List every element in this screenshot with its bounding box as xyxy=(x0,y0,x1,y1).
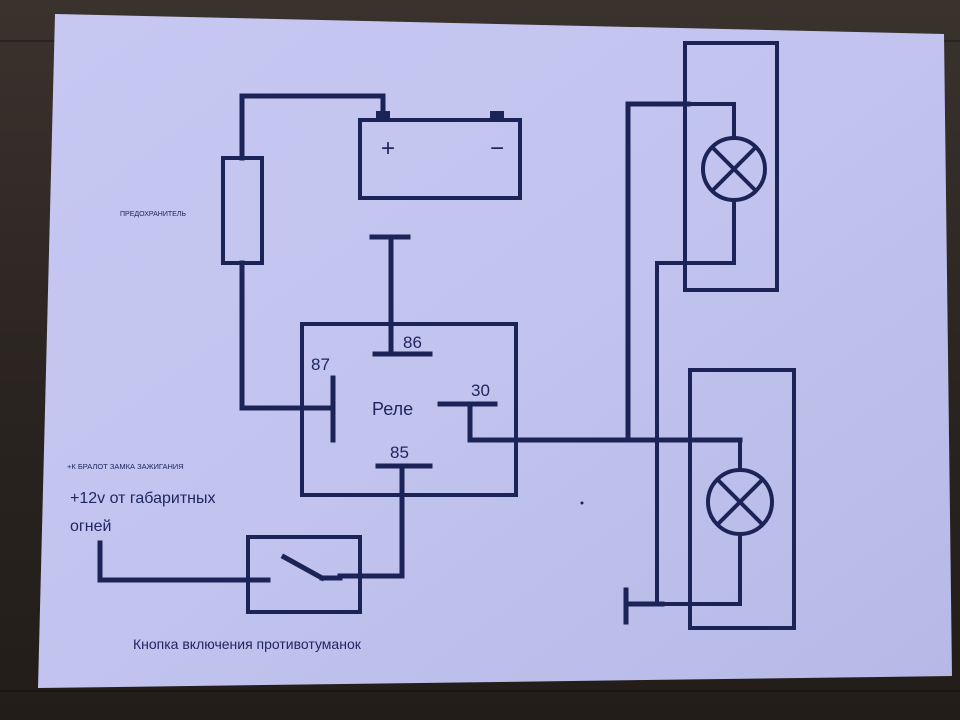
parking-lights-label: +12v от габаритных xyxy=(70,490,215,507)
battery-minus-label: − xyxy=(490,135,504,162)
pin85-label: 85 xyxy=(390,443,409,462)
parking-lights-label-line2: огней xyxy=(70,518,111,535)
ink-dot xyxy=(580,501,584,505)
pin87-label: 87 xyxy=(311,355,330,374)
pin86-label: 86 xyxy=(403,333,422,352)
bottom-lamp-housing xyxy=(688,368,796,630)
battery-icon xyxy=(358,111,522,200)
wire-battery-to-fuse xyxy=(239,93,386,161)
wood-grain xyxy=(0,690,960,692)
switch-caption: Кнопка включения противотуманок xyxy=(133,636,362,652)
top-lamp-housing xyxy=(683,41,779,292)
relay-box xyxy=(300,322,518,497)
wire-top-lamp-feed xyxy=(688,102,736,138)
ignition-label: +К БРАЛОТ ЗАМКА ЗАЖИГАНИЯ xyxy=(67,462,184,471)
wire-bottom-lamp-ground xyxy=(657,534,742,606)
wire-top-lamp-ground xyxy=(655,200,736,606)
wire-pin30-to-lamps xyxy=(467,401,743,443)
fuse-label: ПРЕДОХРАНИТЕЛЬ xyxy=(120,211,186,218)
relay-label: Реле xyxy=(372,399,413,419)
wire-bottom-lamp-feed xyxy=(690,438,742,472)
wire-parking-to-switch xyxy=(97,540,271,583)
pin30-label: 30 xyxy=(471,381,490,400)
wire-trunk-lamps xyxy=(625,101,691,443)
switch-icon xyxy=(246,535,362,614)
battery-plus-label: + xyxy=(381,135,395,162)
